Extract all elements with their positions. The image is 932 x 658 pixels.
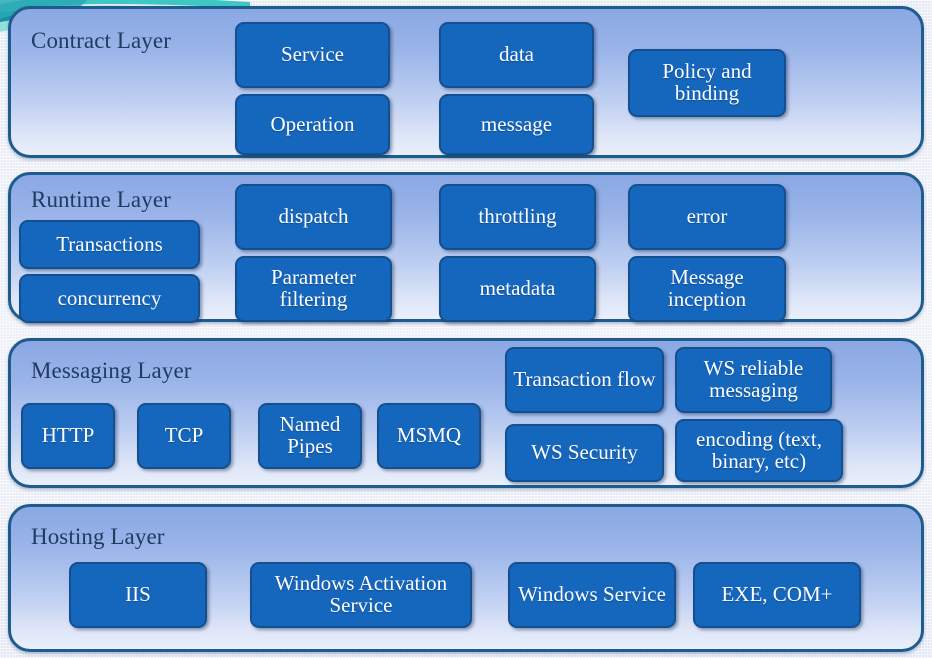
node-named-pipes[interactable]: Named Pipes <box>258 403 362 469</box>
node-label: Message inception <box>667 265 747 311</box>
node-http[interactable]: HTTP <box>21 403 115 469</box>
node-label: Named Pipes <box>279 412 341 458</box>
layer-panel-messaging: Messaging Layer HTTP TCP Named Pipes MSM… <box>8 338 924 488</box>
node-policy-and-binding[interactable]: Policy and binding <box>628 49 786 117</box>
node-label: WS Security <box>531 440 638 465</box>
node-service[interactable]: Service <box>235 22 390 88</box>
node-throttling[interactable]: throttling <box>439 184 596 250</box>
layer-title-hosting: Hosting Layer <box>31 524 165 549</box>
node-exe-com-plus[interactable]: EXE, COM+ <box>693 562 861 628</box>
node-metadata[interactable]: metadata <box>439 256 596 322</box>
node-label: MSMQ <box>396 423 462 448</box>
node-tcp[interactable]: TCP <box>137 403 231 469</box>
node-label: Windows Activation Service <box>274 571 448 617</box>
node-message-inception[interactable]: Message inception <box>628 256 786 322</box>
node-data[interactable]: data <box>439 22 594 88</box>
node-dispatch[interactable]: dispatch <box>235 184 392 250</box>
node-label: IIS <box>125 582 151 607</box>
node-label: Operation <box>270 111 355 136</box>
node-label: TCP <box>164 423 204 448</box>
node-label: dispatch <box>278 204 349 229</box>
node-windows-service[interactable]: Windows Service <box>508 562 676 628</box>
node-label: WS reliable messaging <box>703 356 804 402</box>
node-ws-security[interactable]: WS Security <box>505 424 664 482</box>
layer-title-contract: Contract Layer <box>31 28 171 53</box>
node-label: message <box>480 111 553 136</box>
layer-panel-runtime: Runtime Layer Transactions concurrency d… <box>8 172 924 323</box>
node-label: concurrency <box>57 285 162 310</box>
node-encoding[interactable]: encoding (text, binary, etc) <box>675 419 843 482</box>
node-label: error <box>686 204 728 229</box>
node-message[interactable]: message <box>439 94 594 155</box>
node-label: Parameter filtering <box>270 265 357 311</box>
layer-panel-contract: Contract Layer Service Operation data me… <box>8 6 924 158</box>
node-label: metadata <box>479 276 556 301</box>
node-label: Windows Service <box>518 582 666 607</box>
node-error[interactable]: error <box>628 184 786 250</box>
layer-panel-hosting: Hosting Layer IIS Windows Activation Ser… <box>8 504 924 652</box>
node-label: Transactions <box>56 231 163 256</box>
node-parameter-filtering[interactable]: Parameter filtering <box>235 256 392 322</box>
node-transactions[interactable]: Transactions <box>19 220 200 269</box>
node-operation[interactable]: Operation <box>235 94 390 155</box>
node-label: Transaction flow <box>513 367 656 392</box>
node-label: Policy and binding <box>662 59 752 105</box>
node-ws-reliable-messaging[interactable]: WS reliable messaging <box>675 347 832 413</box>
node-label: throttling <box>478 204 557 229</box>
node-label: EXE, COM+ <box>721 582 833 607</box>
node-msmq[interactable]: MSMQ <box>377 403 481 469</box>
layer-title-runtime: Runtime Layer <box>31 187 171 212</box>
node-iis[interactable]: IIS <box>69 562 207 628</box>
node-windows-activation-service[interactable]: Windows Activation Service <box>250 562 472 628</box>
node-label: data <box>499 42 534 67</box>
node-transaction-flow[interactable]: Transaction flow <box>505 347 664 413</box>
node-label: Service <box>281 42 344 67</box>
node-label: encoding (text, binary, etc) <box>696 426 822 473</box>
layer-title-messaging: Messaging Layer <box>31 358 192 383</box>
node-concurrency[interactable]: concurrency <box>19 274 200 323</box>
node-label: HTTP <box>41 423 95 448</box>
